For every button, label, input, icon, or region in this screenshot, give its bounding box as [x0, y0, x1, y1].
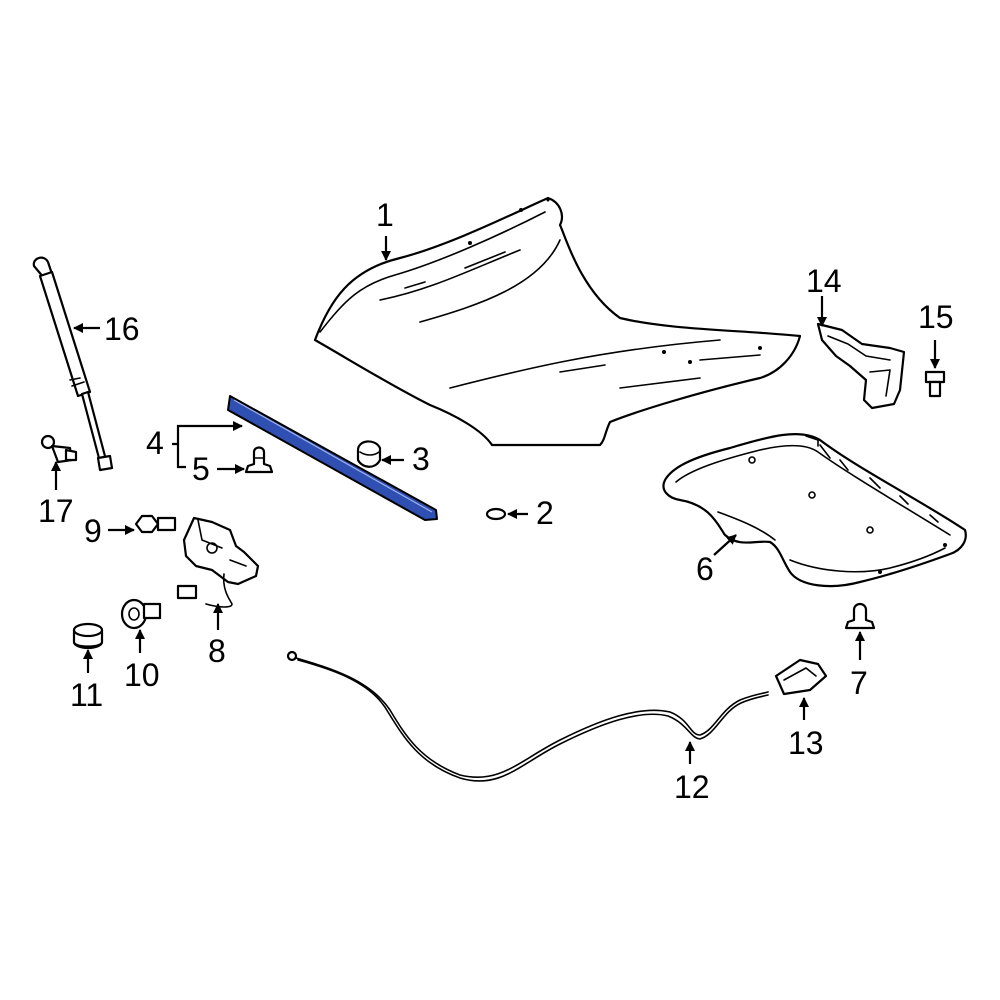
hood-insulator[interactable] [662, 433, 967, 588]
bushing[interactable] [120, 598, 162, 630]
callout-17: 17 [38, 493, 74, 529]
callout-14: 14 [806, 263, 842, 299]
callout-10: 10 [124, 657, 160, 693]
callout-5: 5 [192, 451, 210, 487]
grommet-part[interactable] [485, 507, 507, 521]
callout-7: 7 [850, 665, 868, 701]
callout-1: 1 [376, 197, 394, 233]
callout-9: 9 [84, 513, 102, 549]
ball-stud[interactable] [40, 434, 78, 464]
hood-hinge[interactable] [816, 322, 906, 410]
cap[interactable] [72, 622, 104, 650]
callout-6: 6 [696, 551, 714, 587]
retainer-clip[interactable] [844, 602, 876, 630]
bumper-stop[interactable] [356, 440, 382, 468]
callout-11: 11 [70, 677, 103, 713]
callout-8: 8 [208, 633, 226, 669]
push-clip[interactable] [244, 446, 274, 474]
leader-6 [713, 534, 737, 556]
leader-4 [172, 421, 243, 446]
callout-3: 3 [412, 441, 430, 477]
lift-support-strut[interactable] [32, 256, 114, 472]
hinge-bolt[interactable] [924, 370, 946, 398]
hood-seal-strip[interactable] [227, 395, 438, 521]
callout-15: 15 [918, 299, 954, 335]
leader-4-branch [176, 444, 186, 469]
callout-16: 16 [104, 311, 140, 347]
callout-12: 12 [674, 769, 710, 805]
release-handle[interactable] [774, 658, 828, 696]
hood-panel[interactable] [313, 196, 802, 447]
callout-4: 4 [146, 425, 164, 461]
latch-bolt[interactable] [134, 514, 177, 534]
callout-2: 2 [536, 495, 554, 531]
release-cable[interactable] [286, 650, 769, 782]
hood-latch[interactable] [176, 516, 260, 608]
callout-13: 13 [788, 725, 824, 761]
